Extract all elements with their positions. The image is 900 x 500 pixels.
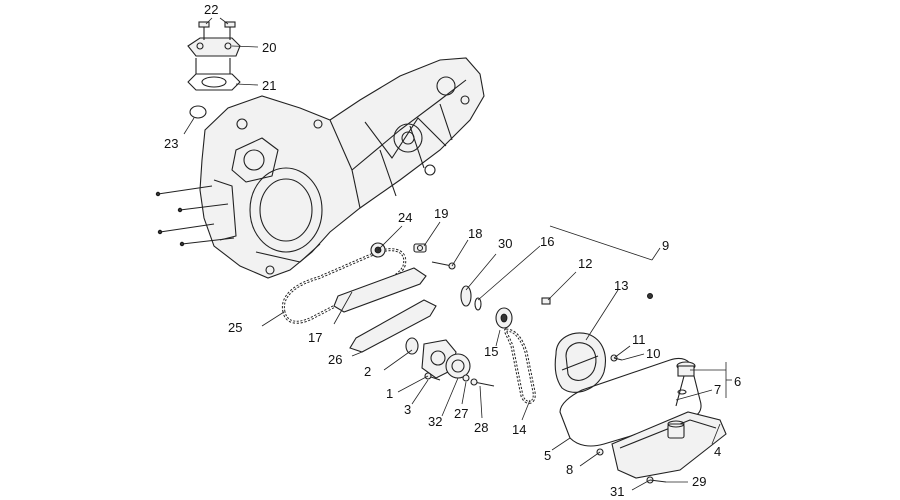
pump-drive (460, 285, 536, 404)
top-cover-assembly (187, 21, 241, 119)
callout-12: 12 (578, 256, 592, 271)
callout-26: 26 (328, 352, 342, 367)
callout-5: 5 (544, 448, 551, 463)
callout-11: 11 (632, 332, 646, 347)
chain-drive (281, 242, 456, 353)
callout-28: 28 (474, 420, 488, 435)
callout-16: 16 (540, 234, 554, 249)
sump-assembly (559, 357, 727, 484)
callout-2: 2 (364, 364, 371, 379)
callout-30: 30 (498, 236, 512, 251)
callout-4: 4 (714, 444, 721, 459)
callout-9: 9 (662, 238, 669, 253)
callout-1: 1 (386, 386, 393, 401)
callout-18: 18 (468, 226, 482, 241)
callout-13: 13 (614, 278, 628, 293)
callout-25: 25 (228, 320, 242, 335)
callout-19: 19 (434, 206, 448, 221)
callout-3: 3 (404, 402, 411, 417)
oil-dipstick (675, 361, 696, 407)
callout-17: 17 (308, 330, 322, 345)
callout-21: 21 (262, 78, 276, 93)
callout-32: 32 (428, 414, 442, 429)
strainer-cover (541, 292, 654, 393)
callout-8: 8 (566, 462, 573, 477)
callout-6: 6 (734, 374, 741, 389)
cylinder-studs (155, 185, 235, 247)
leader-lines (183, 17, 732, 491)
oil-pump-group (405, 337, 495, 387)
callout-numbers: 1 2 3 4 5 6 7 8 9 10 11 12 13 14 15 16 1… (164, 2, 741, 499)
callout-15: 15 (484, 344, 498, 359)
callout-31: 31 (610, 484, 624, 499)
callout-24: 24 (398, 210, 412, 225)
crankcase (199, 57, 485, 279)
callout-10: 10 (646, 346, 660, 361)
callout-7: 7 (714, 382, 721, 397)
callout-20: 20 (262, 40, 276, 55)
callout-14: 14 (512, 422, 526, 437)
callout-27: 27 (454, 406, 468, 421)
callout-29: 29 (692, 474, 706, 489)
callout-23: 23 (164, 136, 178, 151)
callout-22: 22 (204, 2, 218, 17)
